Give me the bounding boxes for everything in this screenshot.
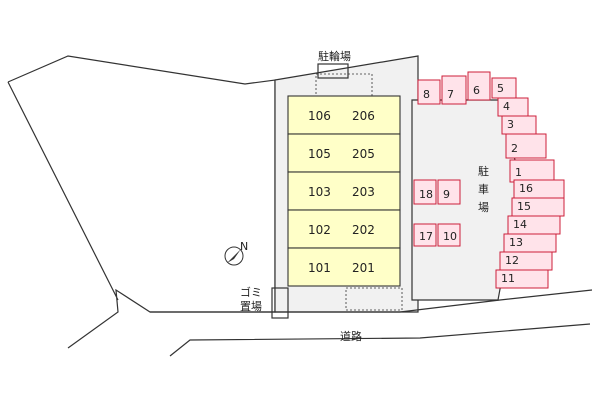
parking-space-number: 14 <box>513 218 527 231</box>
parking-space <box>417 79 441 105</box>
parking-space-number: 5 <box>497 82 504 95</box>
unit-number: 206 <box>352 109 375 123</box>
parking-label-3: 場 <box>478 201 489 214</box>
garbage-area <box>271 287 289 319</box>
parking-space <box>491 77 517 99</box>
parking-space-number: 16 <box>519 182 533 195</box>
garbage-label-line1: ゴミ <box>240 285 262 299</box>
parking-space-number: 18 <box>419 188 433 201</box>
parking-space-number: 7 <box>447 88 454 101</box>
parking-space <box>437 223 461 247</box>
parking-space-number: 8 <box>423 88 430 101</box>
bicycle-parking-marker <box>317 63 349 79</box>
parking-space <box>513 179 565 199</box>
road-edge-upper <box>150 289 593 313</box>
parking-space-number: 2 <box>511 142 518 155</box>
parking-space-number: 9 <box>443 188 450 201</box>
north-label: N <box>240 240 248 253</box>
unit-number: 203 <box>352 185 375 199</box>
parking-label-2: 車 <box>478 182 489 196</box>
parking-space-number: 6 <box>473 84 480 97</box>
parking-label-1: 駐 <box>478 164 489 178</box>
parking-space-number: 11 <box>501 272 515 285</box>
unit-number: 105 <box>308 147 331 161</box>
bicycle-parking-label: 駐輪場 <box>318 49 351 63</box>
unit-row <box>287 209 401 249</box>
unit-number: 205 <box>352 147 375 161</box>
building: 106 206 105 205 103 203 102 202 101 201 <box>287 95 401 287</box>
unit-number: 106 <box>308 109 331 123</box>
parking-space-number: 10 <box>443 230 457 243</box>
unit-row <box>287 171 401 211</box>
parking-space-number: 1 <box>515 166 522 179</box>
parking-space-number: 4 <box>503 100 510 113</box>
unit-number: 201 <box>352 261 375 275</box>
parking-space-number: 15 <box>517 200 531 213</box>
parking-space-number: 13 <box>509 236 523 249</box>
unit-number: 102 <box>308 223 331 237</box>
parking-space-number: 12 <box>505 254 519 267</box>
site-boundary <box>7 55 276 349</box>
unit-row <box>287 247 401 287</box>
parking-space <box>441 75 467 105</box>
unit-number: 103 <box>308 185 331 199</box>
unit-number: 202 <box>352 223 375 237</box>
garbage-label-line2: 置場 <box>240 300 262 313</box>
unit-row <box>287 133 401 173</box>
road-edge-lower <box>169 323 591 357</box>
unit-row <box>287 95 401 135</box>
parking-space-number: 17 <box>419 230 433 243</box>
road-label: 道路 <box>340 329 362 343</box>
parking-space <box>413 179 437 205</box>
north-compass-icon: N <box>224 240 248 266</box>
parking-space <box>467 71 491 101</box>
entrance-area <box>345 287 403 311</box>
unit-number: 101 <box>308 261 331 275</box>
parking-space <box>413 223 437 247</box>
parking-space <box>437 179 461 205</box>
parking-space-number: 3 <box>507 118 514 131</box>
